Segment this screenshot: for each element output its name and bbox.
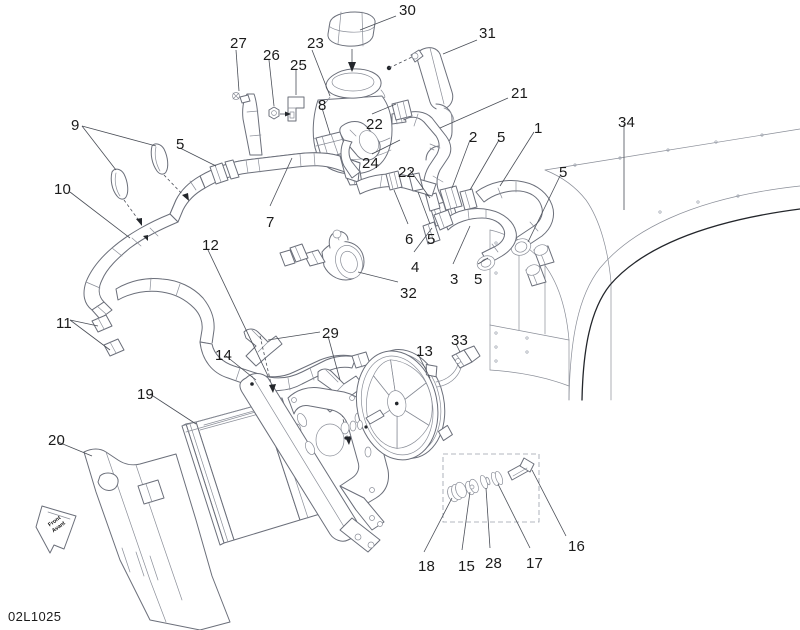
leader-lines	[57, 15, 625, 553]
callout-upper-hose: 21	[511, 85, 529, 102]
callout-return-hose: 12	[202, 237, 220, 254]
nut-26	[268, 106, 280, 120]
thermostat-housing-32	[279, 229, 365, 281]
lower-radiator-hose-3	[433, 207, 517, 271]
callout-hose-clamp: 9	[71, 117, 80, 134]
callout-lower-hose-left: 10	[54, 181, 72, 198]
clamp-5-upper	[209, 159, 240, 185]
callout-clamp: 5	[474, 271, 483, 288]
callout-fan-mount-bracket: 29	[322, 325, 340, 342]
callout-hose-fitting: 22	[398, 164, 416, 181]
support-rod-14	[239, 373, 381, 553]
callout-radiator: 19	[137, 386, 155, 403]
hose-support-24	[339, 121, 381, 179]
hose-clamps-11	[91, 314, 125, 357]
callout-radiator-hose: 2	[469, 129, 478, 146]
lock-washer-17	[490, 470, 504, 487]
bushing-15	[465, 478, 479, 496]
reservoir-cap-30	[327, 11, 376, 72]
overflow-hose-31	[386, 47, 455, 161]
front-avant-arrow-shape	[35, 505, 77, 554]
callout-hose-fitting: 22	[366, 116, 384, 133]
callout-long-hose: 7	[266, 214, 275, 231]
callout-bypass-hose: 4	[411, 259, 420, 276]
sheet-code: 02L1025	[8, 609, 62, 624]
bolt-16	[507, 457, 535, 481]
callout-clamp: 5	[427, 231, 436, 248]
washer-28	[479, 474, 491, 490]
callout-support-bracket: 27	[230, 35, 248, 52]
callout-reservoir-cap: 30	[399, 2, 417, 19]
tunnel-stub-fittings	[525, 244, 555, 287]
bypass-hose-4	[422, 221, 441, 245]
radiator-shield-20	[83, 448, 231, 630]
callout-tunnel-panel: 34	[618, 114, 636, 131]
callout-overflow-hose: 31	[479, 25, 497, 42]
callout-clamp-block: 25	[290, 57, 308, 74]
hardware-detail-box	[442, 453, 540, 523]
callout-hose-sleeve: 8	[318, 97, 327, 114]
callout-clamp: 5	[559, 164, 568, 181]
callout-bolt: 16	[568, 538, 586, 555]
upper-radiator-hose-1	[475, 179, 555, 256]
callout-clamp: 5	[176, 136, 185, 153]
callout-upper-radiator-hose: 1	[534, 120, 543, 137]
callout-thermostat-housing: 32	[400, 285, 418, 302]
fan-connector-33	[451, 345, 481, 369]
clamp-block-25	[280, 96, 305, 122]
long-hose-7	[169, 152, 361, 223]
fan-hardware-left	[340, 409, 385, 440]
callout-hose-support: 24	[362, 155, 380, 172]
callout-lower-radiator-hose: 3	[450, 271, 459, 288]
callout-support-rod: 14	[215, 347, 233, 364]
tunnel-panel-34	[489, 128, 800, 401]
callout-washer: 28	[485, 555, 503, 572]
hose-clamps-9	[110, 143, 189, 226]
hose-junction	[355, 170, 478, 211]
callout-radiator-shield: 20	[48, 432, 66, 449]
callout-nut: 26	[263, 47, 281, 64]
callout-bushing: 15	[458, 558, 476, 575]
callout-fan-connector: 33	[451, 332, 469, 349]
callout-hose-clamp-small: 11	[56, 315, 72, 332]
spring-18	[447, 481, 467, 503]
callout-clamp: 5	[497, 129, 506, 146]
callout-spring: 18	[418, 558, 436, 575]
cooling-fan-13	[355, 349, 462, 461]
support-bracket-27	[232, 92, 263, 156]
callout-cooling-fan: 13	[416, 343, 434, 360]
callout-hose-connector: 6	[405, 231, 414, 248]
lower-hose-10	[83, 213, 179, 320]
callout-coolant-reservoir: 23	[307, 35, 325, 52]
callout-lock-washer: 17	[526, 555, 544, 572]
